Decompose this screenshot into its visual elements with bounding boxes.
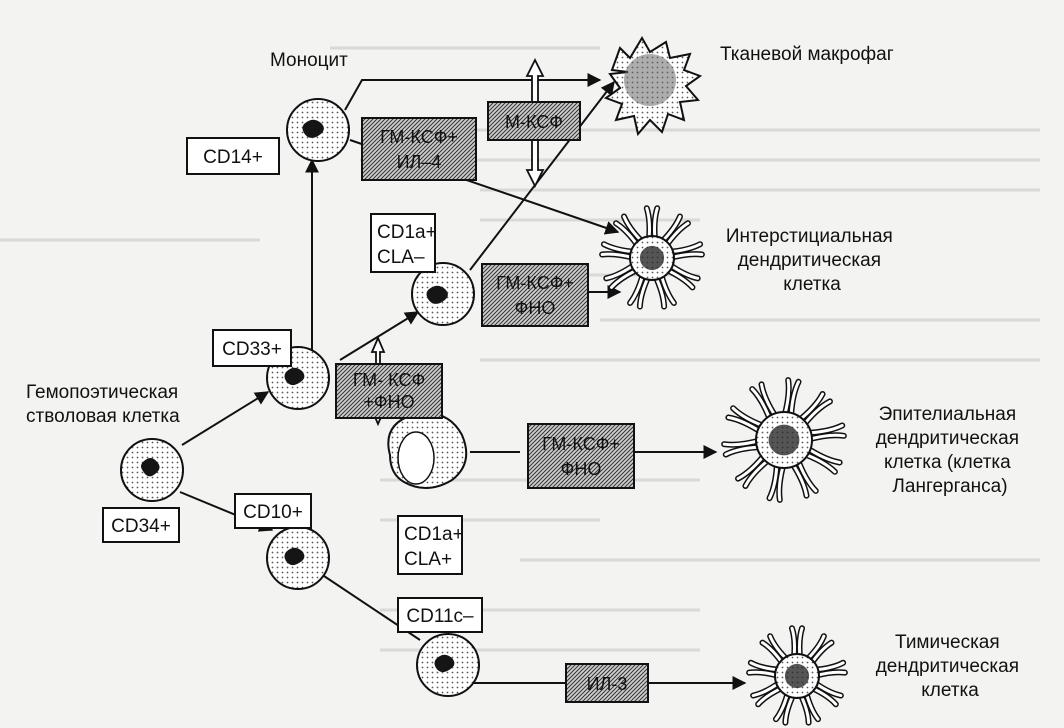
label-epithelial-dc: Эпителиальная дендритическая клетка (кле… (876, 404, 1025, 497)
svg-text:CD10+: CD10+ (243, 502, 303, 523)
dendritic-cell-nucleus (768, 424, 800, 456)
marker-cd14: CD14+ (186, 137, 280, 175)
marker-cd1a-cla-plus: CD1a+ CLA+ (397, 515, 464, 575)
label-monocyte: Моноцит (270, 50, 348, 71)
svg-text:CD34+: CD34+ (111, 516, 171, 537)
factor-gmcsf-tnf-epithelial: ГМ-КСФ+ ФНО (527, 423, 635, 489)
svg-text:CD33+: CD33+ (222, 339, 282, 360)
thymic-precursor-cell (416, 633, 480, 697)
svg-text:CD1a+: CD1a+ (404, 524, 464, 545)
dendritic-cell-nucleus (639, 245, 665, 271)
svg-text:ГМ- КСФ: ГМ- КСФ (353, 370, 425, 390)
marker-cd34: CD34+ (102, 507, 180, 543)
svg-text:ИЛ–4: ИЛ–4 (397, 152, 442, 172)
svg-text:+ФНО: +ФНО (363, 392, 414, 412)
label-tissue-macrophage: Тканевой макрофаг (720, 44, 894, 65)
svg-text:CD1a+: CD1a+ (377, 222, 437, 243)
factor-mcsf: М-КСФ (487, 101, 581, 141)
epithelial-dendritic-cell (721, 377, 847, 503)
intermediate-cell-cd1a-cla-plus (387, 412, 468, 489)
marker-cd33: CD33+ (212, 329, 292, 367)
svg-text:М-КСФ: М-КСФ (505, 112, 563, 132)
svg-text:CD11c–: CD11c– (406, 606, 474, 627)
thymic-dendritic-cell (746, 625, 848, 726)
marker-cd10: CD10+ (234, 493, 312, 529)
svg-text:CLA–: CLA– (377, 247, 425, 268)
hematopoietic-stem-cell (120, 438, 184, 502)
svg-text:ФНО: ФНО (515, 298, 556, 318)
factor-gmcsf-tnf-interstitial: ГМ-КСФ+ ФНО (481, 263, 589, 327)
dendritic-cell-nucleus (784, 663, 810, 689)
progenitor-cell-cd10 (266, 526, 330, 590)
factor-il3: ИЛ-3 (565, 663, 649, 703)
factor-gmcsf-tnf-central: ГМ- КСФ +ФНО (335, 363, 443, 419)
intermediate-cell-cd1a-cla-minus (411, 262, 475, 326)
svg-text:ГМ-КСФ+: ГМ-КСФ+ (496, 273, 574, 293)
svg-text:ФНО: ФНО (561, 459, 602, 479)
marker-cd11c: CD11c– (397, 597, 483, 633)
tissue-macrophage-cell (603, 36, 703, 137)
marker-cd1a-cla-minus: CD1a+ CLA– (370, 213, 437, 273)
label-thymic-dc: Тимическая дендритическая клетка (876, 632, 1025, 701)
svg-text:ИЛ-3: ИЛ-3 (587, 674, 628, 694)
svg-text:ГМ-КСФ+: ГМ-КСФ+ (542, 434, 620, 454)
svg-text:CD14+: CD14+ (203, 147, 263, 168)
monocyte-cell (286, 98, 350, 162)
factor-gmcsf-il4: ГМ-КСФ+ ИЛ–4 (361, 117, 477, 181)
svg-text:CLA+: CLA+ (404, 549, 452, 570)
interstitial-dendritic-cell (599, 205, 705, 310)
label-interstitial-dc: Интерстициальная дендритическая клетка (726, 226, 898, 295)
svg-text:ГМ-КСФ+: ГМ-КСФ+ (380, 127, 458, 147)
